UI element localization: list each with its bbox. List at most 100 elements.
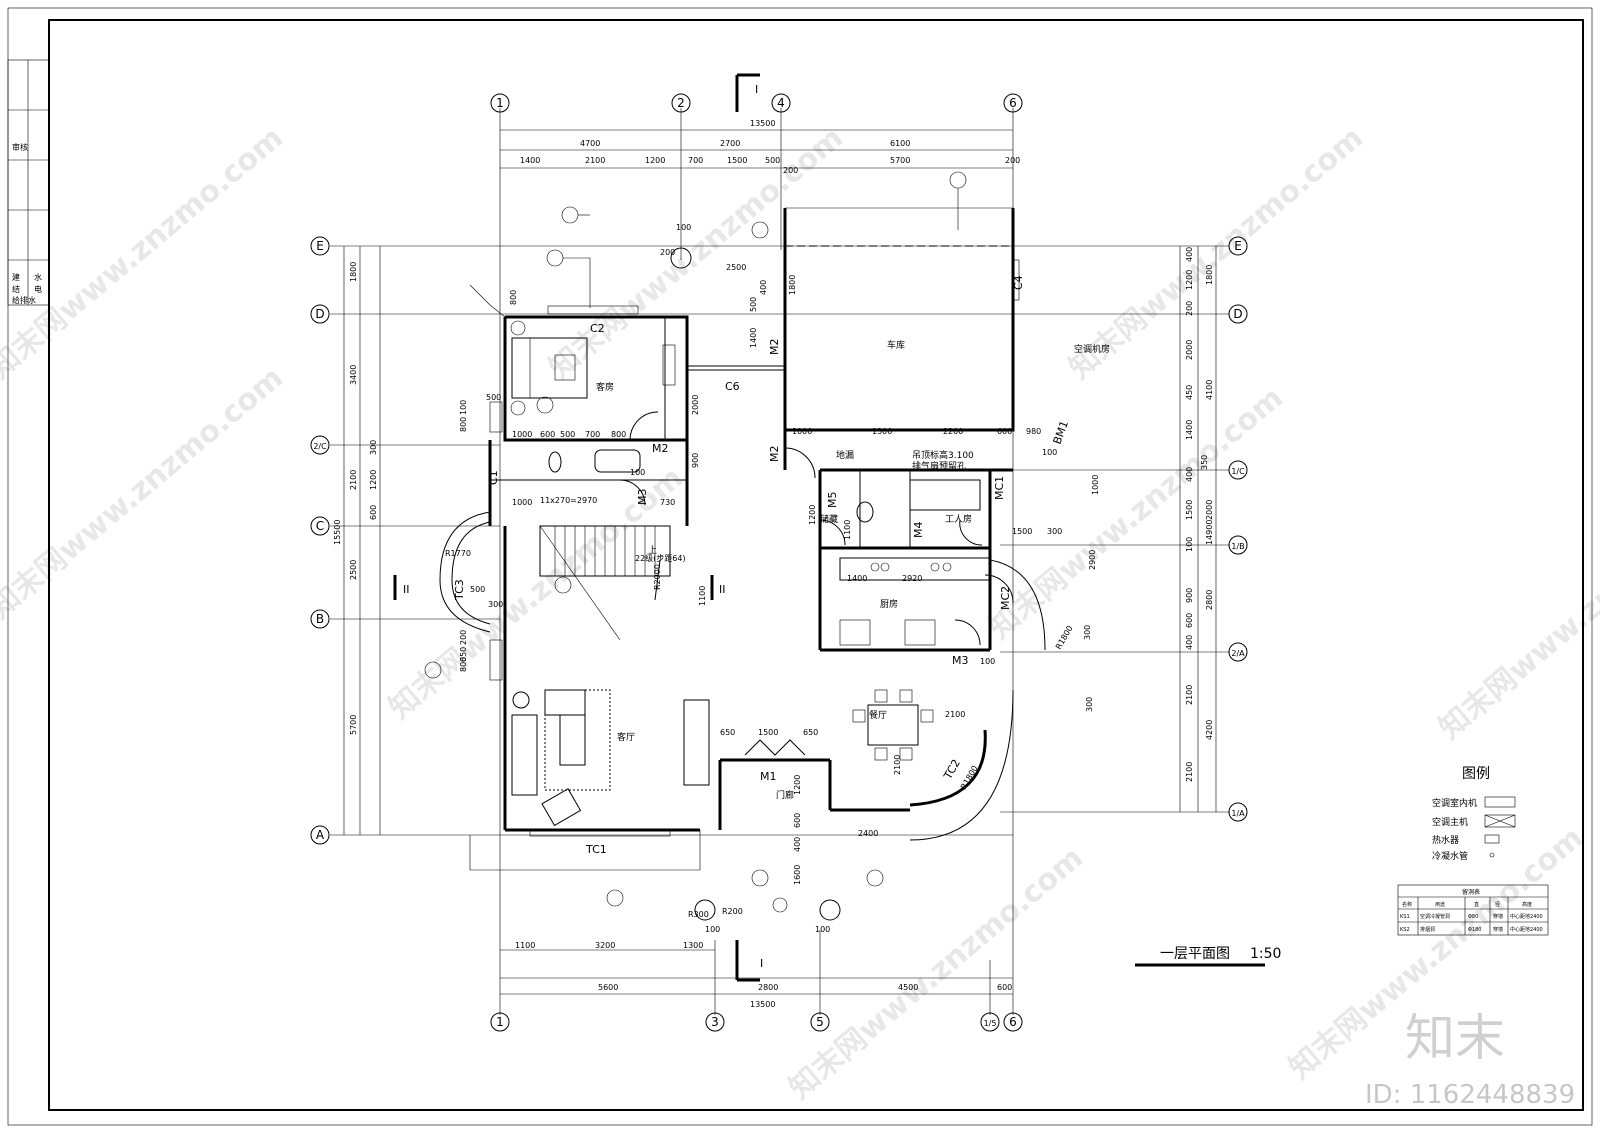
note-hood: 吊顶标高3.100 bbox=[912, 449, 974, 461]
schedule-r0-c3: 穿墙 bbox=[1493, 913, 1503, 920]
schedule-table-frame bbox=[1397, 884, 1549, 936]
title-block: 建 结 水 电 给排水 审核 bbox=[7, 59, 50, 306]
opening-m2-b: M2 bbox=[652, 442, 669, 455]
axis-left-0: E bbox=[316, 239, 324, 253]
axis-top-0-circle bbox=[490, 93, 510, 113]
staircase bbox=[539, 525, 671, 641]
schedule-r0-c0: KS1 bbox=[1400, 914, 1410, 920]
dim-top-r3-4: 1500 bbox=[727, 156, 747, 165]
room-living: 客厅 bbox=[617, 731, 635, 743]
dim-left-r3-11: 800 bbox=[459, 657, 468, 672]
room-floor-drain: 地漏 bbox=[836, 449, 854, 461]
int-dim-44: R1770 bbox=[445, 549, 471, 558]
dim-right-r3-12: 400 bbox=[1185, 635, 1194, 650]
axis-bottom-4-circle bbox=[1003, 1012, 1023, 1032]
int-dim-5: 2000 bbox=[691, 395, 700, 415]
opening-c4: C4 bbox=[1012, 275, 1025, 290]
opening-m3-b: M3 bbox=[952, 654, 969, 667]
legend-item-0: 空调室内机 bbox=[1432, 797, 1477, 809]
legend: 图例 空调室内机 空调主机 热水器 冷凝水管 bbox=[1432, 766, 1490, 862]
axis-top-0: 1 bbox=[496, 96, 504, 110]
opening-labels: C2 C6 M2 M2 M2 C1 M3 M5 M4 MC1 MC2 M3 TC… bbox=[453, 275, 1071, 856]
int-dim-22: 1100 bbox=[698, 586, 707, 606]
opening-tc1: TC1 bbox=[585, 843, 607, 856]
schedule-table: 留洞表 名称 用途 直 径 高度 KS1 空调冷凝管洞 Φ80 穿墙 中心距地2… bbox=[1400, 888, 1543, 933]
drawing-frame bbox=[48, 19, 1584, 1111]
dim-left-r2-1: 3400 bbox=[349, 365, 358, 385]
drawing-title: 一层平面图 1:50 bbox=[1160, 946, 1281, 962]
legend-item-2: 热水器 bbox=[1432, 834, 1459, 846]
int-dim-36: 1600 bbox=[793, 865, 802, 885]
int-dim-15: 600 bbox=[997, 427, 1012, 436]
drawing-scale-text: 1:50 bbox=[1250, 946, 1281, 962]
axis-bottom-0-circle bbox=[490, 1012, 510, 1032]
axis-right-5-circle bbox=[1228, 802, 1248, 822]
opening-m2-a: M2 bbox=[768, 339, 781, 356]
dim-right-r3-1: 1200 bbox=[1185, 270, 1194, 290]
dim-bottom-extra-3: R200 bbox=[722, 907, 743, 916]
dim-left-r3-2: 100 bbox=[459, 400, 468, 415]
dim-right-r3-5: 1400 bbox=[1185, 420, 1194, 440]
dim-top-r2-1: 2700 bbox=[720, 139, 740, 148]
int-dim-6: 900 bbox=[691, 453, 700, 468]
dim-left-total: 15500 bbox=[333, 520, 342, 545]
axis-top-2-circle bbox=[771, 93, 791, 113]
axis-bottom-1-circle bbox=[705, 1012, 725, 1032]
dim-right-r3-11: 600 bbox=[1185, 613, 1194, 628]
dim-bottom-r3-0: 1100 bbox=[515, 941, 535, 950]
opening-tc3: TC3 bbox=[453, 579, 466, 601]
section-ii-left: II bbox=[403, 583, 410, 596]
room-storage: 储藏 bbox=[820, 513, 838, 525]
int-dim-3: 500 bbox=[749, 297, 758, 312]
title-block-label-5: 审核 bbox=[12, 142, 28, 152]
int-dim-31: 2100 bbox=[945, 710, 965, 719]
windows bbox=[489, 259, 1020, 837]
brand-logo: 知末 bbox=[1405, 1009, 1505, 1067]
dim-bottom-r3-2: 1300 bbox=[683, 941, 703, 950]
axis-right-3-circle bbox=[1228, 535, 1248, 555]
section-ii-right: II bbox=[719, 583, 726, 596]
dim-left-r3-6: 600 bbox=[369, 505, 378, 520]
schedule-h0: 名称 bbox=[1402, 901, 1412, 908]
dim-right-r3-8: 1500 bbox=[1185, 500, 1194, 520]
dim-bottom-r3-1: 3200 bbox=[595, 941, 615, 950]
int-dim-1: 400 bbox=[759, 280, 768, 295]
axis-left-4-circle bbox=[310, 609, 330, 629]
room-up: 上 bbox=[648, 545, 657, 556]
dim-right-r3-2: 200 bbox=[1185, 301, 1194, 316]
dim-right-r3-3: 2000 bbox=[1185, 340, 1194, 360]
dim-right-r3-10: 900 bbox=[1185, 588, 1194, 603]
schedule-h3: 径 bbox=[1495, 901, 1500, 908]
opening-c1: C1 bbox=[487, 470, 500, 485]
axis-left-2: 2/C bbox=[313, 442, 327, 451]
dim-left-r2-4: 5700 bbox=[349, 715, 358, 735]
dim-bottom-extra-2: R300 bbox=[688, 910, 709, 919]
dim-top-r3-1: 2100 bbox=[585, 156, 605, 165]
branding: 知末 ID: 1162448839 bbox=[1365, 1009, 1575, 1110]
room-garage: 车库 bbox=[887, 339, 905, 351]
int-dim-32: 2100 bbox=[893, 755, 902, 775]
dim-right-r2-4: 4200 bbox=[1205, 720, 1214, 740]
dim-left-r3-10: 650 bbox=[459, 647, 468, 662]
kitchen-fixtures bbox=[839, 557, 991, 646]
dim-left-r3-9: 200 bbox=[459, 630, 468, 645]
dim-right-r3-14: 2100 bbox=[1185, 685, 1194, 705]
section-labels: I I II II bbox=[403, 83, 763, 970]
note-vent: 排气扇预留孔 bbox=[912, 460, 966, 472]
int-dim-0: 2500 bbox=[726, 263, 746, 272]
axis-bottom-1: 3 bbox=[711, 1015, 719, 1029]
int-dim-21: 1100 bbox=[843, 520, 852, 540]
int-dim-46: R1800 bbox=[1054, 624, 1075, 651]
axis-right-4: 2/A bbox=[1231, 649, 1245, 658]
section-i-top: I bbox=[755, 83, 758, 96]
axis-right-0-circle bbox=[1228, 236, 1248, 256]
dimension-lines bbox=[343, 129, 1217, 995]
axis-top-3-circle bbox=[1003, 93, 1023, 113]
int-dim-35: 400 bbox=[793, 837, 802, 852]
opening-m1: M1 bbox=[760, 770, 777, 783]
dim-left-r2-0: 1800 bbox=[349, 262, 358, 282]
dim-left-r3-3: 800 bbox=[459, 417, 468, 432]
axis-left-1: D bbox=[315, 307, 324, 321]
schedule-r1-c3: 穿墙 bbox=[1493, 926, 1503, 933]
